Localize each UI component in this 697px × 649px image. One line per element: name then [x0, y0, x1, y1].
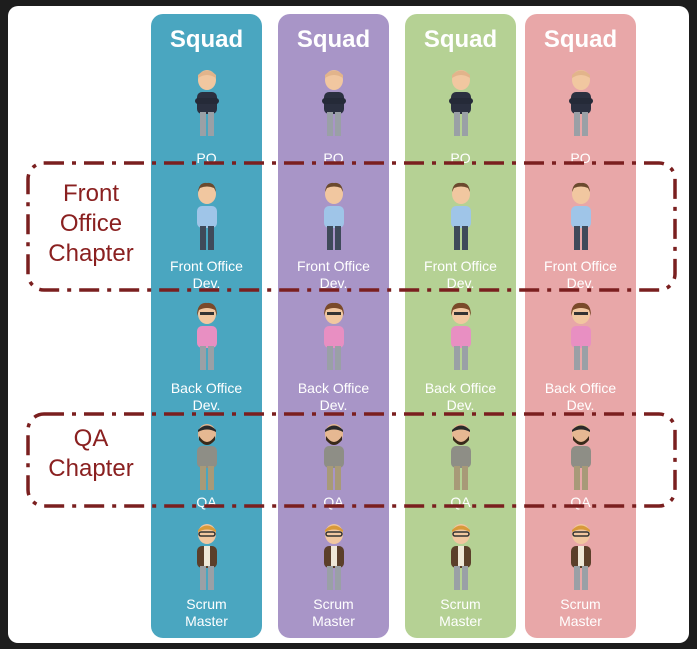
person-scrum-master-icon	[151, 520, 262, 590]
person-qa-icon	[278, 420, 389, 490]
person-back-office-icon	[278, 300, 389, 370]
role-label-scrum-master: Scrum Master	[559, 596, 602, 629]
person-po-icon	[525, 66, 636, 136]
qa-chapter-label: QA Chapter	[48, 425, 134, 482]
squad-title: Squad	[543, 26, 618, 53]
squad-column-3: Squad PO Front Office Dev.	[405, 14, 516, 638]
person-scrum-master-icon	[278, 520, 389, 590]
person-back-office-icon	[405, 300, 516, 370]
person-back-office-icon	[525, 300, 636, 370]
role-label-back-office: Back Office Dev.	[424, 380, 497, 413]
squad-column-1: Squad PO Front Office Dev.	[151, 14, 262, 638]
person-qa-icon	[151, 420, 262, 490]
person-scrum-master-icon	[405, 520, 516, 590]
person-po-icon	[278, 66, 389, 136]
role-label-back-office: Back Office Dev.	[170, 380, 243, 413]
squad-title: Squad	[169, 26, 244, 53]
person-qa-icon	[405, 420, 516, 490]
role-label-scrum-master: Scrum Master	[312, 596, 355, 629]
role-label-front-office: Front Office Dev.	[170, 258, 243, 291]
person-po-icon	[151, 66, 262, 136]
role-label-front-office: Front Office Dev.	[424, 258, 497, 291]
front-office-chapter-label: Front Office Chapter	[48, 180, 134, 267]
role-label-front-office: Front Office Dev.	[297, 258, 370, 291]
person-scrum-master-icon	[525, 520, 636, 590]
person-front-office-icon	[405, 180, 516, 250]
role-label-scrum-master: Scrum Master	[439, 596, 482, 629]
role-label-back-office: Back Office Dev.	[544, 380, 617, 413]
squad-chapter-diagram: Squad PO Front Office Dev.	[8, 6, 689, 643]
person-back-office-icon	[151, 300, 262, 370]
person-front-office-icon	[151, 180, 262, 250]
person-qa-icon	[525, 420, 636, 490]
role-label-front-office: Front Office Dev.	[544, 258, 617, 291]
squad-title: Squad	[423, 26, 498, 53]
person-front-office-icon	[278, 180, 389, 250]
person-po-icon	[405, 66, 516, 136]
qa-chapter-box	[26, 412, 677, 508]
role-label-back-office: Back Office Dev.	[297, 380, 370, 413]
squad-column-2: Squad PO Front Office Dev.	[278, 14, 389, 638]
role-label-scrum-master: Scrum Master	[185, 596, 228, 629]
person-front-office-icon	[525, 180, 636, 250]
squad-column-4: Squad PO Front Office Dev.	[525, 14, 636, 638]
squad-title: Squad	[296, 26, 371, 53]
front-office-chapter-box	[26, 161, 677, 292]
